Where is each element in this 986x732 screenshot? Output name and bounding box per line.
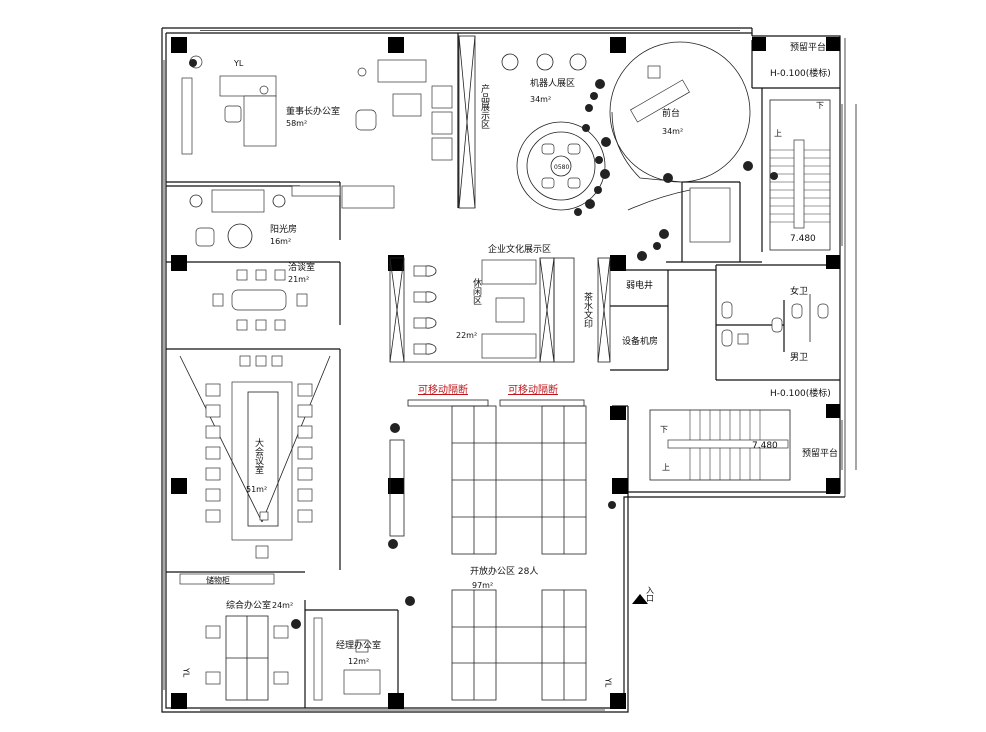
product-display xyxy=(458,35,476,209)
room-label-negotiation: 洽谈室 xyxy=(288,261,315,273)
entrance-arrow-icon xyxy=(632,594,648,604)
stair-upper xyxy=(769,99,831,251)
room-label-manager: 经理办公室 xyxy=(336,639,381,651)
stair-down-lower: 下 xyxy=(660,425,668,434)
room-label-men: 男卫 xyxy=(790,352,808,363)
negotiation-room xyxy=(212,269,308,331)
room-label-tea: 茶水文印 xyxy=(582,291,593,329)
robot-center-label: 0580 xyxy=(554,164,569,171)
yl-label-bottom-left: YL xyxy=(182,667,191,678)
room-label-product: 产品展示区 xyxy=(479,83,490,129)
room-label-meeting: 大会议室 xyxy=(253,437,264,474)
lounge xyxy=(481,257,611,363)
room-label-platform-bottom: 预留平台 xyxy=(802,447,838,459)
large-meeting-room xyxy=(179,355,331,559)
yl-label-bottom-right: YL xyxy=(604,677,613,688)
reception xyxy=(609,41,751,243)
room-labels: 董事长办公室 58m² 机器人展区 34m² 前台 34m² 产品展示区 阳光房… xyxy=(226,41,838,666)
room-area-robot: 34m² xyxy=(530,95,551,104)
stair-elevation-upper: 7.480 xyxy=(790,234,816,244)
room-area-meeting: 51m² xyxy=(246,485,267,494)
entrance-label: 入口 xyxy=(646,586,655,602)
room-label-culture: 企业文化展示区 xyxy=(488,243,551,255)
culture-display xyxy=(389,257,555,363)
stair-down-upper: 下 xyxy=(816,101,824,110)
room-area-manager: 12m² xyxy=(348,657,369,666)
structural-columns xyxy=(171,37,840,709)
room-area-reception: 34m² xyxy=(662,127,683,136)
toilets xyxy=(721,294,829,347)
interior-walls xyxy=(166,33,840,708)
stair-lower xyxy=(649,409,791,481)
chairman-office xyxy=(181,55,453,161)
room-area-general: 24m² xyxy=(272,601,293,610)
room-area-open-office: 97m² xyxy=(472,581,493,590)
storage-label: 储物柜 xyxy=(206,575,230,585)
manager-office xyxy=(313,617,381,701)
level-label-bottom: H-0.100(楼标) xyxy=(770,387,831,399)
room-label-general: 综合办公室 xyxy=(226,599,271,611)
room-label-reception: 前台 xyxy=(662,107,680,119)
yl-label-top: YL xyxy=(233,59,244,68)
room-area-negotiation: 21m² xyxy=(288,275,309,284)
room-label-equipment: 设备机房 xyxy=(622,335,658,347)
sun-room xyxy=(189,185,395,249)
partition-label-left: 可移动隔断 xyxy=(418,383,468,396)
annotations: 可移动隔断 可移动隔断 H-0.100(楼标) H-0.100(楼标) 7.48… xyxy=(182,59,831,688)
room-label-women: 女卫 xyxy=(790,285,808,297)
robot-display xyxy=(501,53,606,211)
room-label-platform-top: 预留平台 xyxy=(790,41,826,53)
room-label-weak-well: 弱电井 xyxy=(626,279,653,291)
room-area-lounge: 22m² xyxy=(456,331,477,340)
general-office xyxy=(179,573,289,701)
room-label-sunroom: 阳光房 xyxy=(270,223,297,235)
partition-label-right: 可移动隔断 xyxy=(508,383,558,396)
room-label-lounge: 休闲区 xyxy=(471,277,482,305)
windows xyxy=(163,30,843,711)
room-area-chairman: 58m² xyxy=(286,119,307,128)
stair-up-lower: 上 xyxy=(662,463,670,472)
open-office xyxy=(389,399,587,701)
room-label-robot: 机器人展区 xyxy=(530,77,575,89)
room-label-chairman: 董事长办公室 xyxy=(286,105,340,117)
room-label-open-office: 开放办公区 28人 xyxy=(470,565,538,577)
room-area-sunroom: 16m² xyxy=(270,237,291,246)
stair-up-upper: 上 xyxy=(774,129,782,138)
level-label-top: H-0.100(楼标) xyxy=(770,67,831,79)
stair-elevation-lower: 7.480 xyxy=(752,441,778,451)
